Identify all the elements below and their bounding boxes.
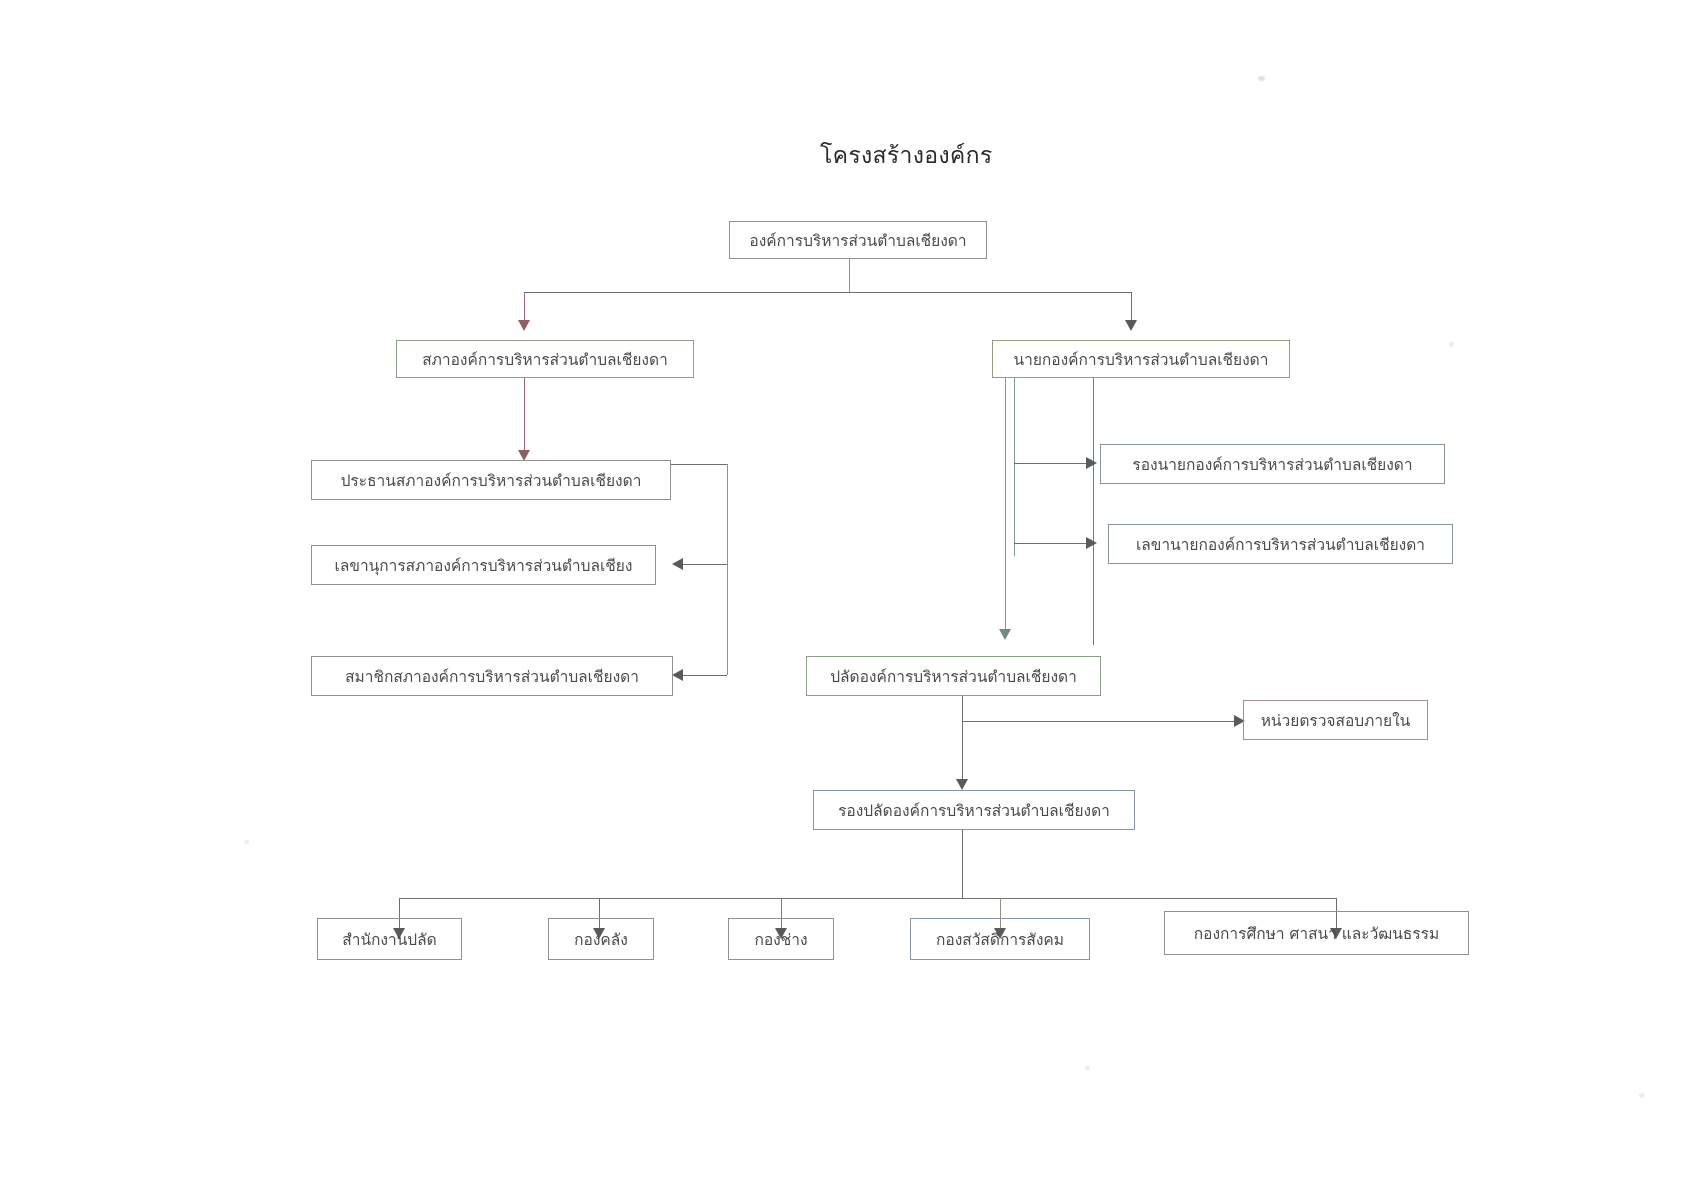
connector-deputy-clerk-down xyxy=(962,830,963,898)
node-council-secretary[interactable]: เลขานุการสภาองค์การบริหารส่วนตำบลเชียง xyxy=(311,545,656,585)
arrow-to-council-icon xyxy=(518,320,530,331)
connector-council-to-chair xyxy=(524,378,525,452)
node-div-welfare[interactable]: กองสวัสดิการสังคม xyxy=(910,918,1090,960)
node-mayor-label: นายกองค์การบริหารส่วนตำบลเชียงดา xyxy=(1013,350,1269,369)
connector-to-mayor xyxy=(1131,292,1132,322)
node-council[interactable]: สภาองค์การบริหารส่วนตำบลเชียงดา xyxy=(396,340,694,378)
arrow-to-mayor-icon xyxy=(1125,320,1137,331)
node-deputy-clerk[interactable]: รองปลัดองค์การบริหารส่วนตำบลเชียงดา xyxy=(813,790,1135,830)
connector-bus-divisions xyxy=(399,898,1336,899)
connector-to-div-engineering xyxy=(781,898,782,934)
scan-speck xyxy=(1449,342,1454,347)
arrow-to-internal-audit-icon xyxy=(1234,715,1245,727)
node-div-finance[interactable]: กองคลัง xyxy=(548,918,654,960)
node-mayor-secretary[interactable]: เลขานายกองค์การบริหารส่วนตำบลเชียงดา xyxy=(1108,524,1453,564)
arrow-to-div-office-icon xyxy=(393,928,405,939)
scan-speck xyxy=(1639,1093,1645,1098)
arrow-to-secretary-icon xyxy=(672,558,683,570)
scan-speck xyxy=(244,840,249,844)
node-root[interactable]: องค์การบริหารส่วนตำบลเชียงดา xyxy=(729,221,987,259)
connector-to-internal-audit xyxy=(962,721,1234,722)
arrow-to-div-education-icon xyxy=(1330,928,1342,939)
connector-to-members xyxy=(683,675,727,676)
connector-to-secretary xyxy=(683,564,727,565)
arrow-to-deputy-clerk-icon xyxy=(956,779,968,790)
node-council-members[interactable]: สมาชิกสภาองค์การบริหารส่วนตำบลเชียงดา xyxy=(311,656,673,696)
connector-chair-spine xyxy=(727,464,728,675)
node-internal-audit-label: หน่วยตรวจสอบภายใน xyxy=(1260,711,1411,730)
node-deputy-mayor-label: รองนายกองค์การบริหารส่วนตำบลเชียงดา xyxy=(1132,455,1413,474)
node-council-chair-label: ประธานสภาองค์การบริหารส่วนตำบลเชียงดา xyxy=(340,471,642,490)
connector-mayor-to-clerk xyxy=(1005,378,1006,631)
node-deputy-clerk-label: รองปลัดองค์การบริหารส่วนตำบลเชียงดา xyxy=(838,801,1110,820)
scan-speck xyxy=(1085,1066,1090,1070)
node-internal-audit[interactable]: หน่วยตรวจสอบภายใน xyxy=(1243,700,1428,740)
node-clerk-label: ปลัดองค์การบริหารส่วนตำบลเชียงดา xyxy=(830,667,1077,686)
node-div-engineering-label: กองช่าง xyxy=(754,930,808,949)
connector-to-div-finance xyxy=(599,898,600,934)
arrow-to-clerk-icon xyxy=(999,629,1011,640)
node-div-office-label: สำนักงานปลัด xyxy=(342,930,437,949)
connector-to-council xyxy=(524,292,525,322)
connector-to-mayor-secretary xyxy=(1014,543,1086,544)
arrow-to-deputy-mayor-icon xyxy=(1086,457,1097,469)
node-div-welfare-label: กองสวัสดิการสังคม xyxy=(936,930,1064,949)
connector-to-deputy-mayor xyxy=(1014,463,1086,464)
scan-speck xyxy=(1258,76,1265,81)
node-div-education-label: กองการศึกษา ศาสนา และวัฒนธรรม xyxy=(1193,924,1440,943)
node-council-chair[interactable]: ประธานสภาองค์การบริหารส่วนตำบลเชียงดา xyxy=(311,460,671,500)
node-clerk[interactable]: ปลัดองค์การบริหารส่วนตำบลเชียงดา xyxy=(806,656,1101,696)
node-div-engineering[interactable]: กองช่าง xyxy=(728,918,834,960)
arrow-to-members-icon xyxy=(672,669,683,681)
arrow-to-chair-icon xyxy=(518,450,530,461)
connector-root-down xyxy=(849,259,850,292)
connector-mayor-spine xyxy=(1014,378,1015,556)
node-div-office[interactable]: สำนักงานปลัด xyxy=(317,918,462,960)
node-div-education[interactable]: กองการศึกษา ศาสนา และวัฒนธรรม xyxy=(1164,911,1469,955)
node-council-members-label: สมาชิกสภาองค์การบริหารส่วนตำบลเชียงดา xyxy=(345,667,639,686)
node-mayor-secretary-label: เลขานายกองค์การบริหารส่วนตำบลเชียงดา xyxy=(1135,535,1426,554)
connector-clerk-down xyxy=(962,696,963,786)
connector-to-div-welfare xyxy=(1000,898,1001,934)
arrow-to-div-welfare-icon xyxy=(994,928,1006,939)
page-title: โครงสร้างองค์กร xyxy=(820,143,993,169)
node-div-finance-label: กองคลัง xyxy=(574,930,628,949)
arrow-to-div-engineering-icon xyxy=(775,928,787,939)
connector-bus-level2 xyxy=(524,292,1131,293)
connector-chair-right xyxy=(671,464,727,465)
connector-mayor-spine-2 xyxy=(1093,378,1094,645)
node-deputy-mayor[interactable]: รองนายกองค์การบริหารส่วนตำบลเชียงดา xyxy=(1100,444,1445,484)
arrow-to-div-finance-icon xyxy=(593,928,605,939)
node-mayor[interactable]: นายกองค์การบริหารส่วนตำบลเชียงดา xyxy=(992,340,1290,378)
node-council-label: สภาองค์การบริหารส่วนตำบลเชียงดา xyxy=(422,350,668,369)
connector-to-div-office xyxy=(399,898,400,934)
connector-to-div-education xyxy=(1336,898,1337,934)
arrow-to-mayor-secretary-icon xyxy=(1086,537,1097,549)
node-root-label: องค์การบริหารส่วนตำบลเชียงดา xyxy=(749,231,967,250)
node-council-secretary-label: เลขานุการสภาองค์การบริหารส่วนตำบลเชียง xyxy=(334,556,633,575)
